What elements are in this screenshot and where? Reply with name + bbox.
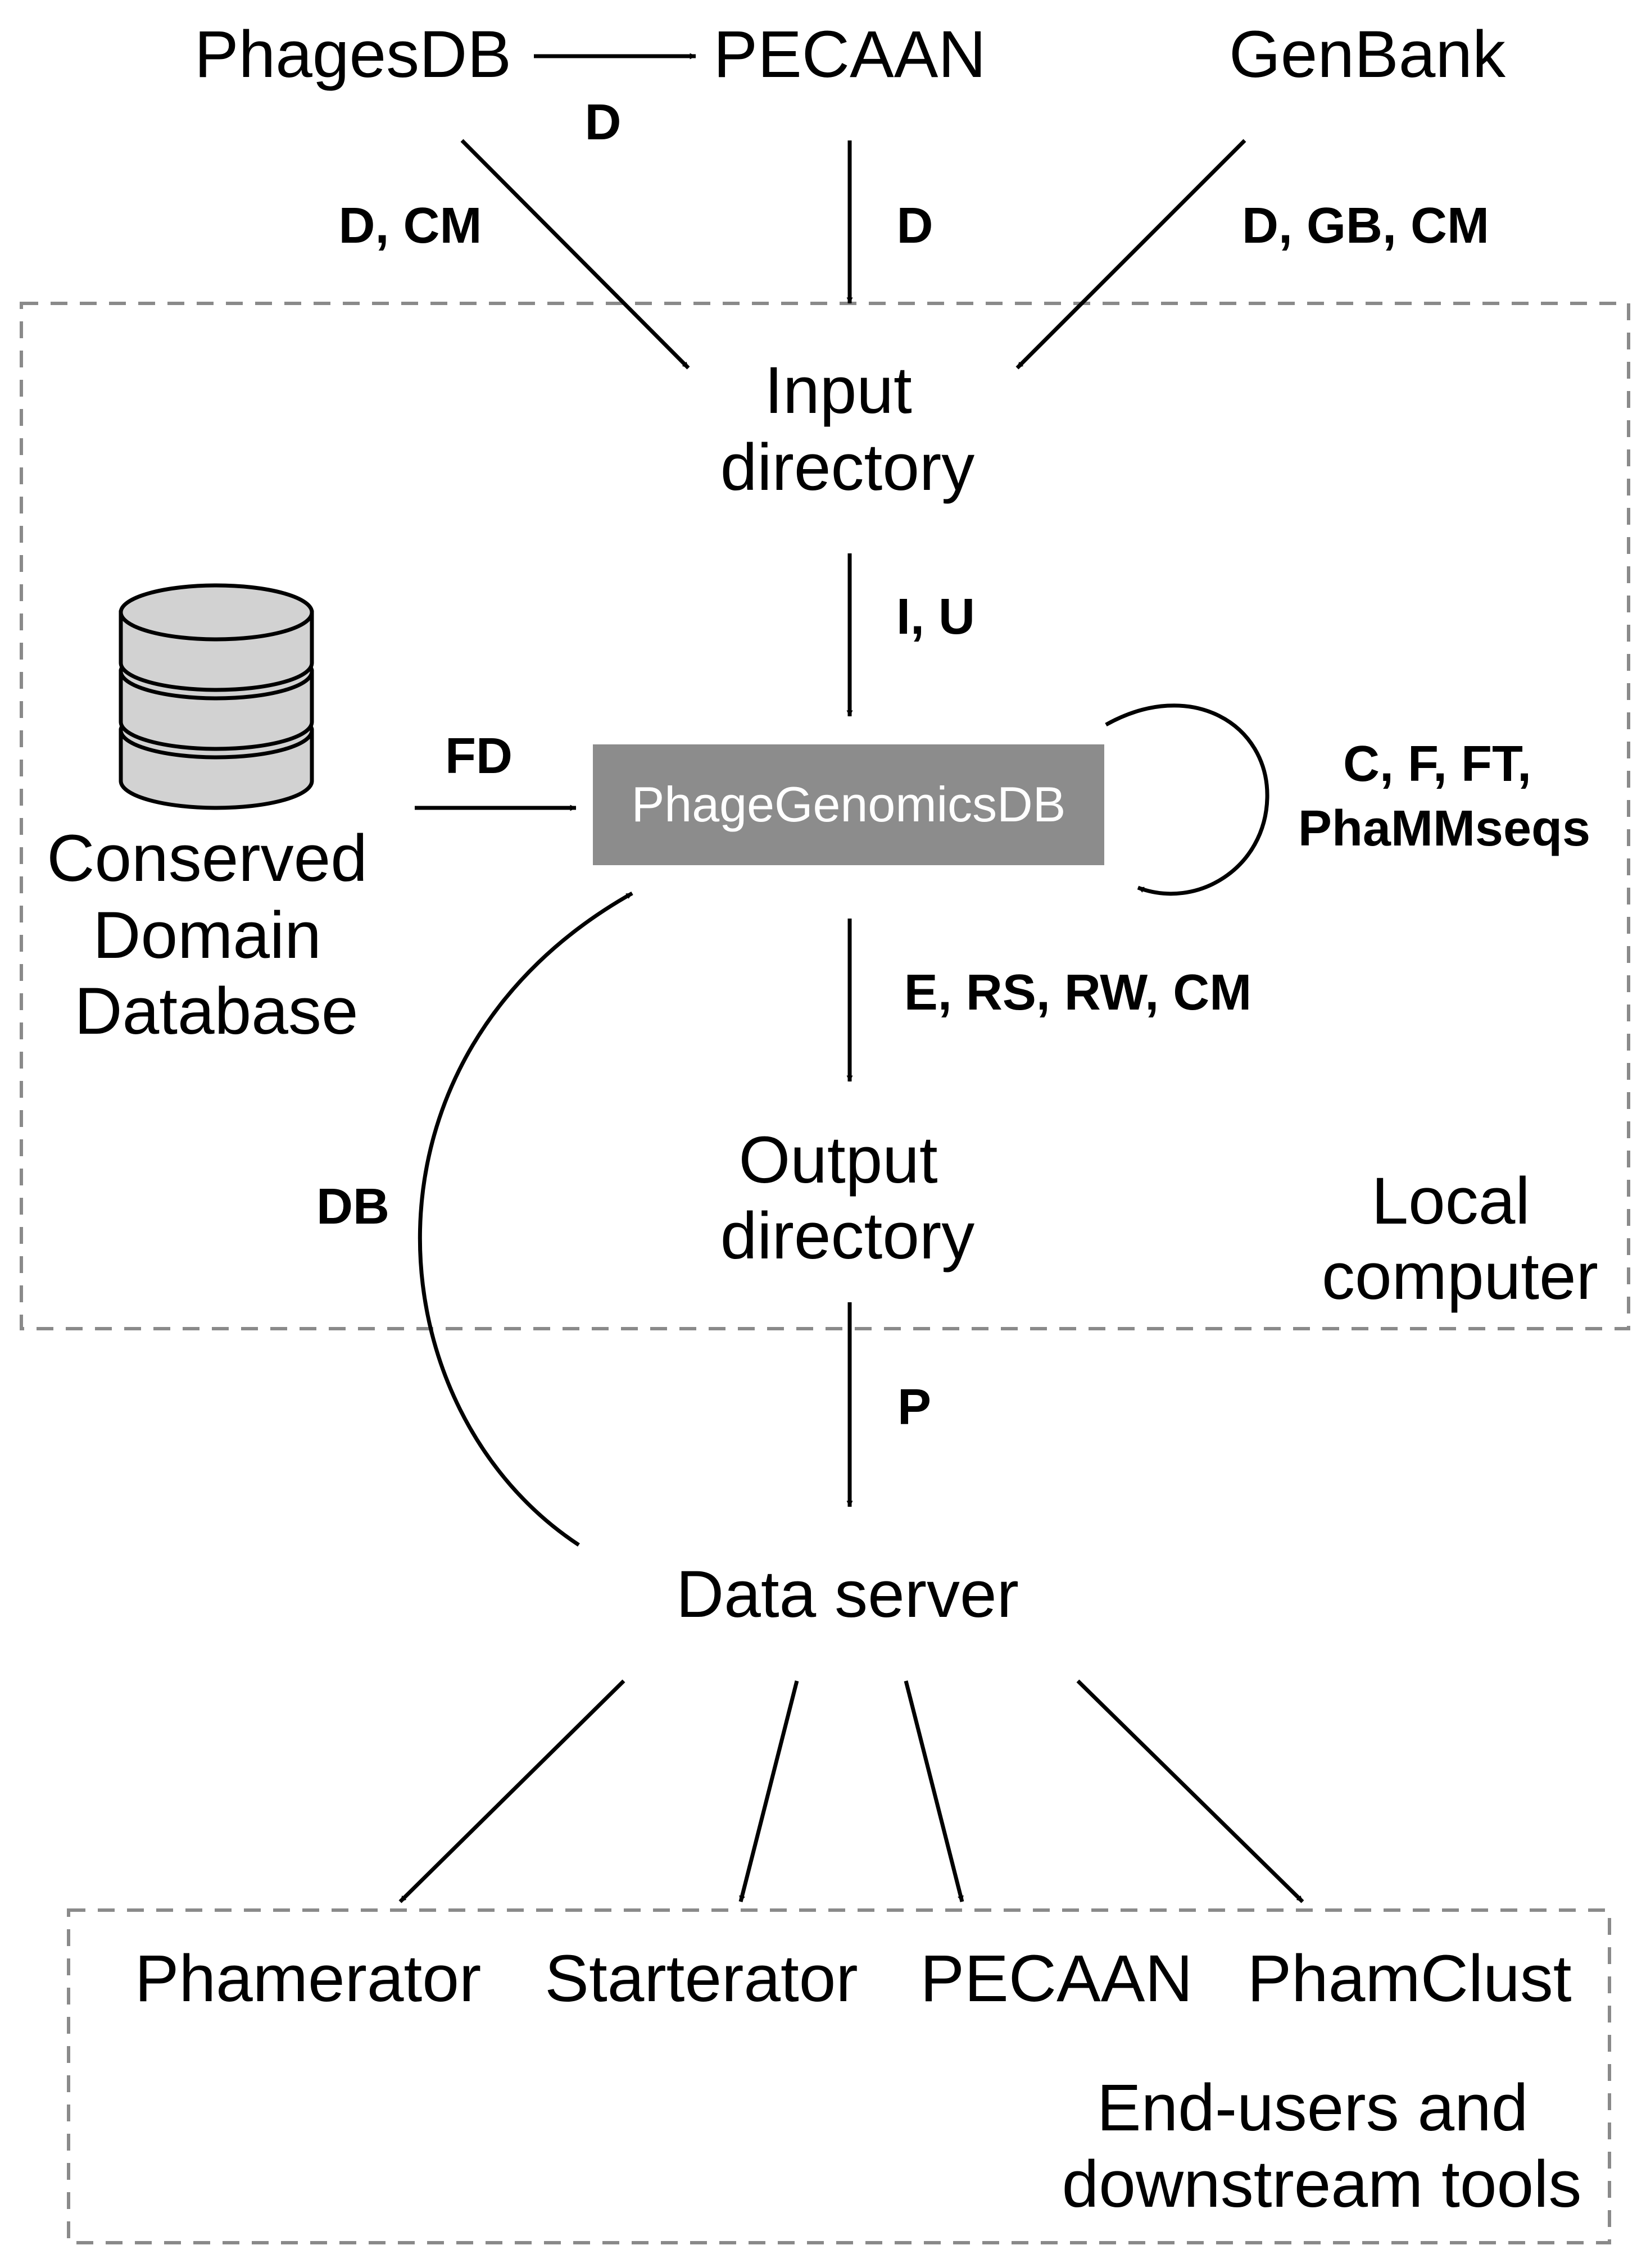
pecaan-consumer-node: PECAAN xyxy=(920,1942,1192,2016)
cdd-line-3: Database xyxy=(74,974,358,1048)
local-computer-region xyxy=(20,302,1630,1330)
edge-server-db xyxy=(418,891,633,1547)
label-input-db: I, U xyxy=(896,589,975,645)
local-computer-line-2: computer xyxy=(1322,1239,1598,1313)
phagesdb-node: PhagesDB xyxy=(194,17,511,92)
label-db-output: E, RS, RW, CM xyxy=(904,965,1251,1021)
end-users-label: End-users and downstream tools xyxy=(1062,2071,1582,2221)
label-db-loop-line-1: C, F, FT, xyxy=(1343,736,1531,792)
edge-server-pecaan xyxy=(904,1680,964,1902)
label-pecaan-input: D xyxy=(897,198,933,254)
output-directory-line-1: Output xyxy=(738,1123,937,1197)
input-directory-line-1: Input xyxy=(764,353,912,428)
output-directory-node: Output directory xyxy=(720,1123,974,1273)
label-output-server: P xyxy=(897,1379,931,1435)
end-users-line-2: downstream tools xyxy=(1062,2147,1582,2221)
starterator-node: Starterator xyxy=(545,1942,858,2016)
edge-phagesdb-input xyxy=(460,139,690,370)
pecaan-source-node: PECAAN xyxy=(713,17,986,92)
genbank-node: GenBank xyxy=(1229,17,1506,92)
database-cylinder-icon xyxy=(119,583,314,810)
label-cdd-db: FD xyxy=(445,728,513,784)
label-server-db: DB xyxy=(316,1179,389,1235)
input-directory-node: Input directory xyxy=(720,353,974,504)
phagegenomicsdb-label: PhageGenomicsDB xyxy=(632,776,1066,832)
input-directory-line-2: directory xyxy=(720,430,974,504)
label-phagesdb-pecaan: D xyxy=(585,94,622,151)
cdd-node: Conserved Domain Database xyxy=(47,821,386,1048)
edge-server-phamclust xyxy=(1076,1679,1304,1903)
data-server-node: Data server xyxy=(676,1557,1019,1631)
edge-db-self-loop xyxy=(1105,703,1269,896)
cdd-line-2: Domain xyxy=(93,898,321,972)
label-db-loop: C, F, FT, PhaMMseqs xyxy=(1298,736,1590,857)
end-users-line-1: End-users and xyxy=(1097,2071,1528,2145)
label-genbank-input: D, GB, CM xyxy=(1242,198,1489,254)
phamerator-node: Phamerator xyxy=(135,1942,482,2016)
cdd-line-1: Conserved xyxy=(47,821,368,896)
local-computer-line-1: Local xyxy=(1372,1164,1530,1238)
output-directory-line-2: directory xyxy=(720,1199,974,1273)
label-db-loop-line-2: PhaMMseqs xyxy=(1298,801,1590,857)
end-users-region xyxy=(67,1908,1611,2244)
phagegenomicsdb-box xyxy=(593,744,1104,865)
edge-genbank-input xyxy=(1015,139,1246,370)
local-computer-label: Local computer xyxy=(1322,1164,1598,1313)
phamclust-node: PhamClust xyxy=(1247,1942,1571,2016)
edge-server-starterator xyxy=(738,1680,799,1902)
edge-server-phamerator xyxy=(398,1679,625,1903)
label-phagesdb-input: D, CM xyxy=(339,198,482,254)
